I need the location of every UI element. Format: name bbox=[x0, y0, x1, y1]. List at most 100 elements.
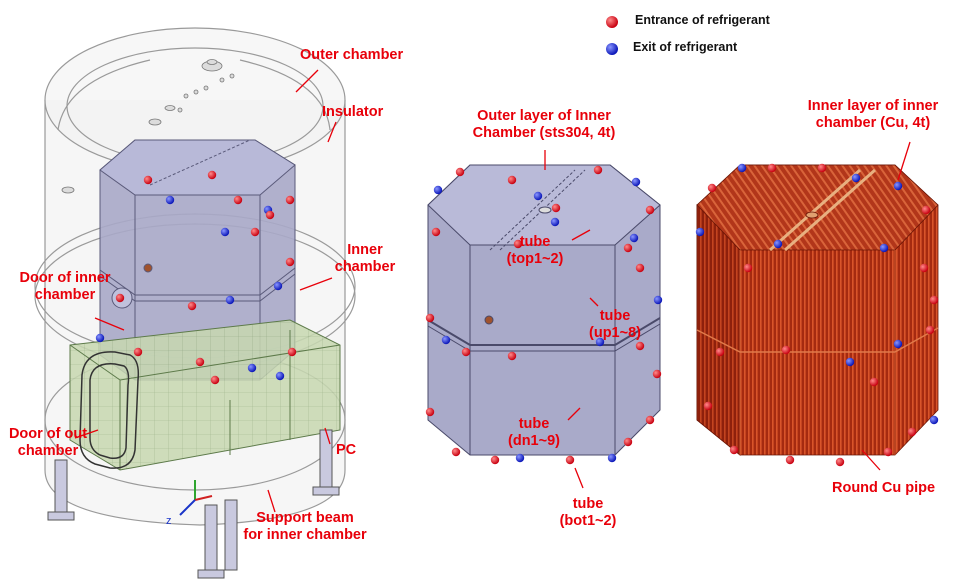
legs bbox=[47, 429, 340, 579]
exit-port-marker bbox=[929, 415, 939, 425]
entrance-port-marker bbox=[743, 263, 753, 273]
outer-door bbox=[79, 351, 140, 469]
door-out-label: Door of out chamber bbox=[2, 426, 94, 460]
entrance-port-marker bbox=[925, 325, 935, 335]
entrance-port-marker bbox=[781, 345, 791, 355]
exit-port-marker bbox=[879, 243, 889, 253]
entrance-port-marker bbox=[455, 167, 465, 177]
entrance-port-marker bbox=[635, 263, 645, 273]
exit-port-marker bbox=[845, 357, 855, 367]
entrance-port-marker bbox=[565, 455, 575, 465]
exit-port-marker bbox=[773, 239, 783, 249]
exit-port-marker bbox=[433, 185, 443, 195]
entrance-port-marker bbox=[883, 447, 893, 457]
entrance-port-marker bbox=[785, 455, 795, 465]
tube-top-line2: (top1~2) bbox=[506, 251, 564, 267]
exit-port-marker bbox=[653, 295, 663, 305]
exit-port-marker bbox=[550, 217, 560, 227]
tube-up-line2: (up1~8) bbox=[589, 325, 641, 341]
entrance-port-marker bbox=[250, 227, 260, 237]
entrance-port-marker bbox=[645, 205, 655, 215]
exit-port-marker bbox=[595, 337, 605, 347]
door-out-line2: chamber bbox=[17, 443, 79, 459]
tube-bot-label: tube (bot1~2) bbox=[548, 496, 628, 530]
inner-chamber-line1: Inner bbox=[347, 242, 383, 258]
entrance-port-marker bbox=[551, 203, 561, 213]
exit-port-marker bbox=[893, 181, 903, 191]
entrance-port-marker bbox=[431, 227, 441, 237]
entrance-port-marker bbox=[115, 293, 125, 303]
entrance-port-marker bbox=[195, 357, 205, 367]
entrance-port-marker bbox=[767, 163, 777, 173]
support-frame bbox=[69, 319, 341, 471]
exit-port-marker bbox=[607, 453, 617, 463]
legend-entrance-marker bbox=[606, 16, 618, 28]
entrance-port-marker bbox=[187, 301, 197, 311]
legend-exit-label: Exit of refrigerant bbox=[633, 40, 738, 54]
axis-z-label: z bbox=[166, 515, 172, 527]
support-beam-line2: for inner chamber bbox=[243, 527, 367, 543]
door-inner-label: Door of inner chamber bbox=[6, 270, 124, 304]
entrance-port-marker bbox=[207, 170, 217, 180]
entrance-port-marker bbox=[869, 377, 879, 387]
entrance-port-marker bbox=[490, 455, 500, 465]
pc-label: PC bbox=[336, 442, 357, 458]
entrance-port-marker bbox=[425, 313, 435, 323]
exit-port-marker bbox=[737, 163, 747, 173]
entrance-port-marker bbox=[451, 447, 461, 457]
exit-port-marker bbox=[533, 191, 543, 201]
exit-port-marker bbox=[275, 371, 285, 381]
entrance-port-marker bbox=[233, 195, 243, 205]
entrance-port-marker bbox=[645, 415, 655, 425]
exit-port-marker bbox=[631, 177, 641, 187]
exit-port-marker bbox=[851, 173, 861, 183]
outer-chamber-label: Outer chamber bbox=[300, 47, 404, 63]
tube-dn-label: tube (dn1~9) bbox=[496, 416, 572, 450]
tube-up-line1: tube bbox=[599, 308, 631, 324]
refrigerant-ports bbox=[95, 163, 939, 467]
inner-layer-label: Inner layer of inner chamber (Cu, 4t) bbox=[785, 98, 961, 132]
exit-port-marker bbox=[225, 295, 235, 305]
entrance-port-marker bbox=[715, 347, 725, 357]
inner-chamber-label: Inner chamber bbox=[330, 242, 400, 276]
exit-port-marker bbox=[695, 227, 705, 237]
entrance-port-marker bbox=[143, 175, 153, 185]
legend-exit-marker bbox=[606, 43, 618, 55]
insulator-label: Insulator bbox=[322, 104, 384, 120]
entrance-port-marker bbox=[623, 243, 633, 253]
entrance-port-marker bbox=[285, 257, 295, 267]
entrance-port-marker bbox=[729, 445, 739, 455]
exit-port-marker bbox=[165, 195, 175, 205]
entrance-port-marker bbox=[285, 195, 295, 205]
middle-chamber bbox=[427, 164, 661, 456]
left-leaders bbox=[74, 69, 337, 513]
lid-fittings bbox=[61, 59, 235, 194]
entrance-port-marker bbox=[817, 163, 827, 173]
entrance-port-marker bbox=[921, 205, 931, 215]
inner-chamber-line2: chamber bbox=[334, 259, 396, 275]
entrance-port-marker bbox=[919, 263, 929, 273]
outer-layer-label: Outer layer of Inner Chamber (sts304, 4t… bbox=[454, 108, 634, 142]
entrance-port-marker bbox=[907, 427, 917, 437]
inner-layer-line1: Inner layer of inner bbox=[807, 98, 939, 114]
entrance-port-marker bbox=[513, 239, 523, 249]
entrance-port-marker bbox=[461, 347, 471, 357]
tube-bot-line1: tube bbox=[572, 496, 604, 512]
entrance-port-marker bbox=[507, 351, 517, 361]
middle-leaders bbox=[544, 150, 599, 489]
support-beam-line1: Support beam bbox=[256, 510, 354, 526]
tube-up-label: tube (up1~8) bbox=[580, 308, 650, 342]
exit-port-marker bbox=[220, 227, 230, 237]
right-leaders bbox=[861, 141, 911, 471]
outer-layer-line2: Chamber (sts304, 4t) bbox=[472, 125, 616, 141]
tube-top-line1: tube bbox=[519, 234, 551, 250]
exit-port-marker bbox=[893, 339, 903, 349]
exit-port-marker bbox=[95, 333, 105, 343]
legend-entrance-label: Entrance of refrigerant bbox=[635, 13, 770, 27]
entrance-port-marker bbox=[507, 175, 517, 185]
entrance-port-marker bbox=[133, 347, 143, 357]
exit-port-marker bbox=[515, 453, 525, 463]
entrance-port-marker bbox=[425, 407, 435, 417]
right-chamber bbox=[696, 164, 939, 456]
